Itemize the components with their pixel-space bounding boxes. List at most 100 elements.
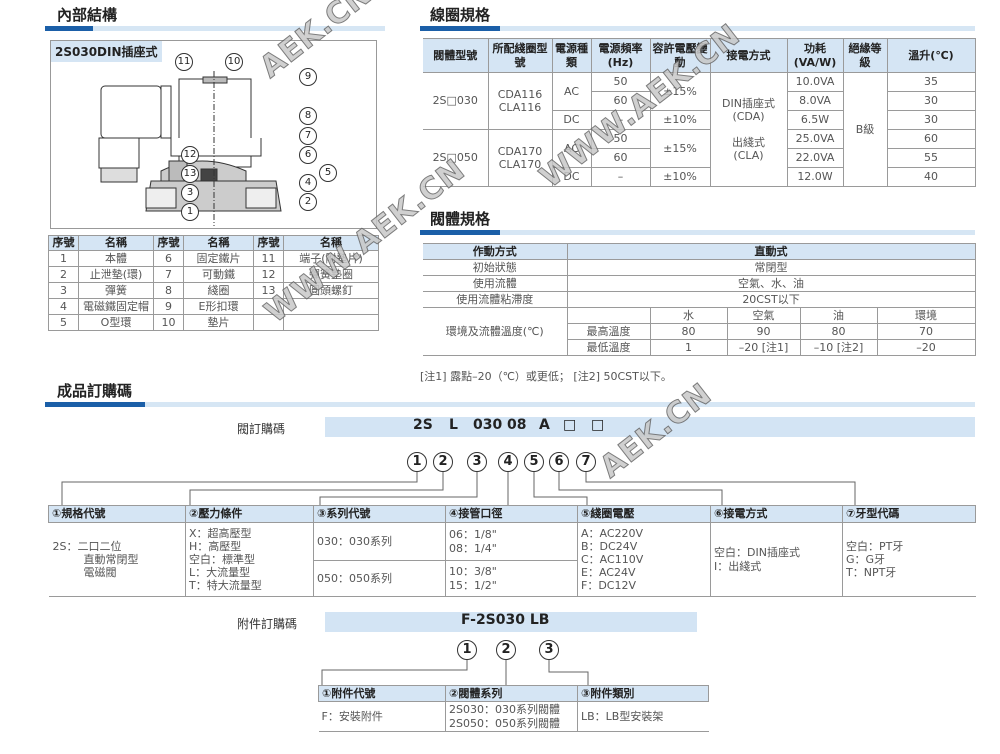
text: 08：1/4" <box>449 541 497 555</box>
cell: –10 [注2] <box>800 339 878 356</box>
callout-2: 2 <box>299 193 317 211</box>
model-cell: 2S□050 <box>423 129 489 187</box>
cell: E形扣環 <box>183 298 254 315</box>
table-row: 60 8.0VA 30 <box>423 91 976 111</box>
col-header: 所配綫圈型號 <box>488 38 553 73</box>
insulation-cell: B級 <box>843 72 888 187</box>
temp-cell: 60 <box>887 129 976 149</box>
callout-3: 3 <box>181 184 199 202</box>
col-header: 作動方式 <box>423 243 568 260</box>
power-type-cell: AC <box>552 72 592 111</box>
text: E：AC24V <box>581 566 636 580</box>
cell: 固定鐵片 <box>183 250 254 267</box>
connection-text: (CLA) <box>733 148 764 162</box>
coil-model: CDA116 <box>497 87 543 101</box>
tolerance-cell: ±15% <box>650 72 711 111</box>
callout-9: 9 <box>299 68 317 86</box>
order-circle-2: 2 <box>433 452 453 472</box>
series-cell: 050：050系列 <box>313 560 446 597</box>
order-circle-6: 6 <box>549 452 569 472</box>
callout-13: 13 <box>181 165 199 183</box>
cell: 20CST以下 <box>567 291 976 308</box>
power-cell: 8.0VA <box>787 91 844 111</box>
accessory-code: F-2S030 LB <box>461 612 550 628</box>
text: T：特大流量型 <box>189 579 262 593</box>
cell: 墊片 <box>183 314 254 331</box>
col-header: ②壓力條件 <box>185 505 314 523</box>
text: 2S030：030系列閥體 <box>449 703 560 717</box>
col-header: 溫升(℃) <box>887 38 976 73</box>
temp-cell: 40 <box>887 167 976 187</box>
text: 2S050：050系列閥體 <box>449 716 560 730</box>
col-header: ③附件類別 <box>577 685 709 702</box>
callout-5: 5 <box>319 164 337 182</box>
structure-diagram: 2S030DIN插座式 11 10 9 8 7 6 5 4 2 12 13 3 … <box>50 40 377 229</box>
coil-spec-table: 閥體型號 所配綫圈型號 電源種類 電源頻率(Hz) 容許電壓變動 接電方式 功耗… <box>423 38 976 187</box>
col-header: 電源頻率(Hz) <box>591 38 651 73</box>
coil-model: CDA170 <box>497 144 543 158</box>
text: F：DC12V <box>581 579 636 593</box>
col-header: ⑦牙型代碼 <box>842 505 976 523</box>
order-circle-7: 7 <box>576 452 596 472</box>
spec-cell: 2S：二口二位直動常閉型電磁閥 <box>48 522 186 597</box>
callout-8: 8 <box>299 107 317 125</box>
section-title-valve: 閥體規格 <box>430 210 491 228</box>
accessory-circle-1: 1 <box>457 640 477 660</box>
order-circle-1: 1 <box>407 452 427 472</box>
col-header: 絕緣等級 <box>843 38 888 73</box>
col-header: 名稱 <box>78 235 154 251</box>
tolerance-cell: ±10% <box>650 110 711 130</box>
diagram-title: 2S030DIN插座式 <box>51 41 162 62</box>
text: H：高壓型 <box>189 539 242 553</box>
col-header: ②閥體系列 <box>445 685 578 702</box>
text: I：出綫式 <box>714 559 762 573</box>
col-header: ①附件代號 <box>318 685 446 702</box>
text: 10：3/8" <box>449 565 497 579</box>
text: G：G牙 <box>846 552 886 566</box>
text: 06：1/8" <box>449 528 497 542</box>
power-cell: 12.0W <box>787 167 844 187</box>
cell <box>283 314 379 331</box>
power-type-cell: DC <box>552 167 592 187</box>
cell: 最低溫度 <box>567 339 651 356</box>
col-header: 直動式 <box>567 243 976 260</box>
code-part: 08 <box>507 417 527 433</box>
accessory-code-label: 附件訂購碼 <box>237 617 298 631</box>
cell: 彈簧墊圈 <box>283 266 379 283</box>
order-circle-4: 4 <box>498 452 518 472</box>
cell: LB：LB型安裝架 <box>577 701 709 732</box>
text: C：AC110V <box>581 552 644 566</box>
connection-text: (CDA) <box>732 110 765 124</box>
section-title-coil: 線圈規格 <box>430 6 491 24</box>
callout-10: 10 <box>225 53 243 71</box>
cell: 最高溫度 <box>567 323 651 340</box>
text: 空白：標準型 <box>189 552 255 566</box>
section-title-internal: 內部結構 <box>57 6 118 24</box>
cell: 1 <box>650 339 728 356</box>
order-circle-5: 5 <box>524 452 544 472</box>
col-header: 名稱 <box>283 235 379 251</box>
text: B：DC24V <box>581 539 638 553</box>
section-title-order: 成品訂購碼 <box>57 382 133 400</box>
text: 15：1/2" <box>449 578 497 592</box>
col-header: ④接管口徑 <box>445 505 578 523</box>
table-row: DC – ±10% 12.0W 40 <box>423 167 976 187</box>
order-circle-3: 3 <box>467 452 487 472</box>
port-cell: 10：3/8"15：1/2" <box>445 560 578 597</box>
connection-text: DIN插座式 <box>722 97 775 111</box>
power-type-cell: DC <box>552 110 592 130</box>
cell: 環境及流體溫度(℃) <box>423 307 568 356</box>
col-header: 序號 <box>48 235 79 251</box>
